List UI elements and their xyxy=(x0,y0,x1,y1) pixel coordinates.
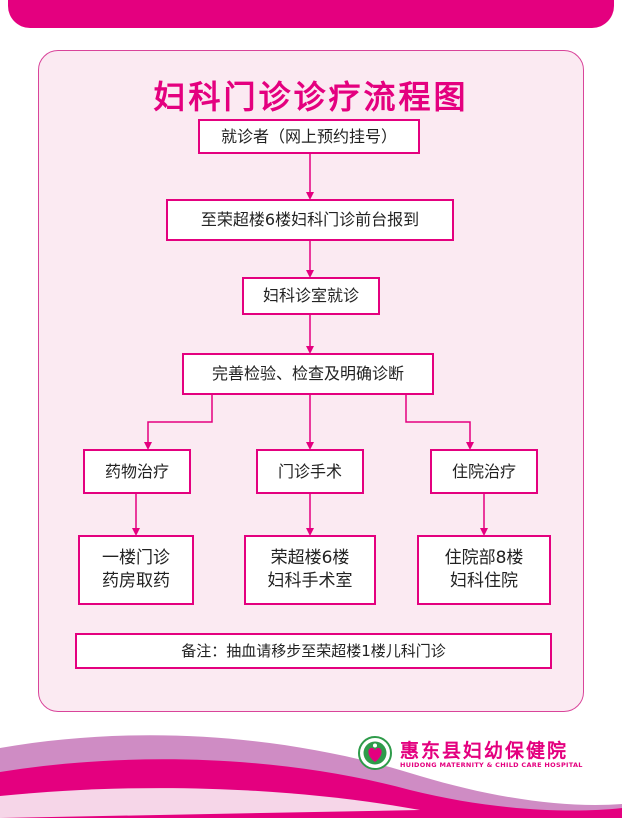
detail-inpatient-ward: 住院部8楼 妇科住院 xyxy=(417,535,551,605)
branch-medication: 药物治疗 xyxy=(83,449,191,494)
arrow-step4-branch1 xyxy=(144,395,213,450)
branch-outpatient-surgery: 门诊手术 xyxy=(256,449,364,494)
step-label: 完善检验、检查及明确诊断 xyxy=(211,364,404,383)
page-title: 妇科门诊诊疗流程图 xyxy=(153,78,469,116)
top-banner xyxy=(8,0,614,28)
branch-hospitalization: 住院治疗 xyxy=(430,449,538,494)
branch-label: 门诊手术 xyxy=(277,461,342,481)
detail-label: 荣超楼6楼 妇科手术室 xyxy=(267,548,353,591)
hospital-name-en: HUIDONG MATERNITY & CHILD CARE HOSPITAL xyxy=(400,761,583,769)
step-diagnosis: 完善检验、检查及明确诊断 xyxy=(182,353,434,395)
detail-pharmacy: 一楼门诊 药房取药 xyxy=(78,535,194,605)
step-label: 妇科诊室就诊 xyxy=(262,286,359,305)
hospital-logo: 惠东县妇幼保健院 HUIDONG MATERNITY & CHILD CARE … xyxy=(358,736,608,776)
wave-white xyxy=(0,788,420,818)
step-label: 就诊者（网上预约挂号） xyxy=(220,126,397,146)
hospital-emblem-icon xyxy=(358,736,392,770)
step-register-online: 就诊者（网上预约挂号） xyxy=(198,119,420,154)
step-label: 至荣超楼6楼妇科门诊前台报到 xyxy=(200,210,420,229)
note-box: 备注：抽血请移步至荣超楼1楼儿科门诊 xyxy=(75,633,552,669)
note-text: 备注：抽血请移步至荣超楼1楼儿科门诊 xyxy=(181,642,446,660)
step-consultation: 妇科诊室就诊 xyxy=(242,277,380,315)
detail-label: 一楼门诊 药房取药 xyxy=(102,548,170,591)
arrow-step4-branch3 xyxy=(405,395,474,450)
branch-label: 药物治疗 xyxy=(104,461,169,481)
step-report-reception: 至荣超楼6楼妇科门诊前台报到 xyxy=(166,199,454,241)
branch-label: 住院治疗 xyxy=(451,461,516,481)
hospital-name-cn: 惠东县妇幼保健院 xyxy=(400,740,569,762)
detail-surgery-room: 荣超楼6楼 妇科手术室 xyxy=(244,535,376,605)
detail-label: 住院部8楼 妇科住院 xyxy=(444,548,524,591)
